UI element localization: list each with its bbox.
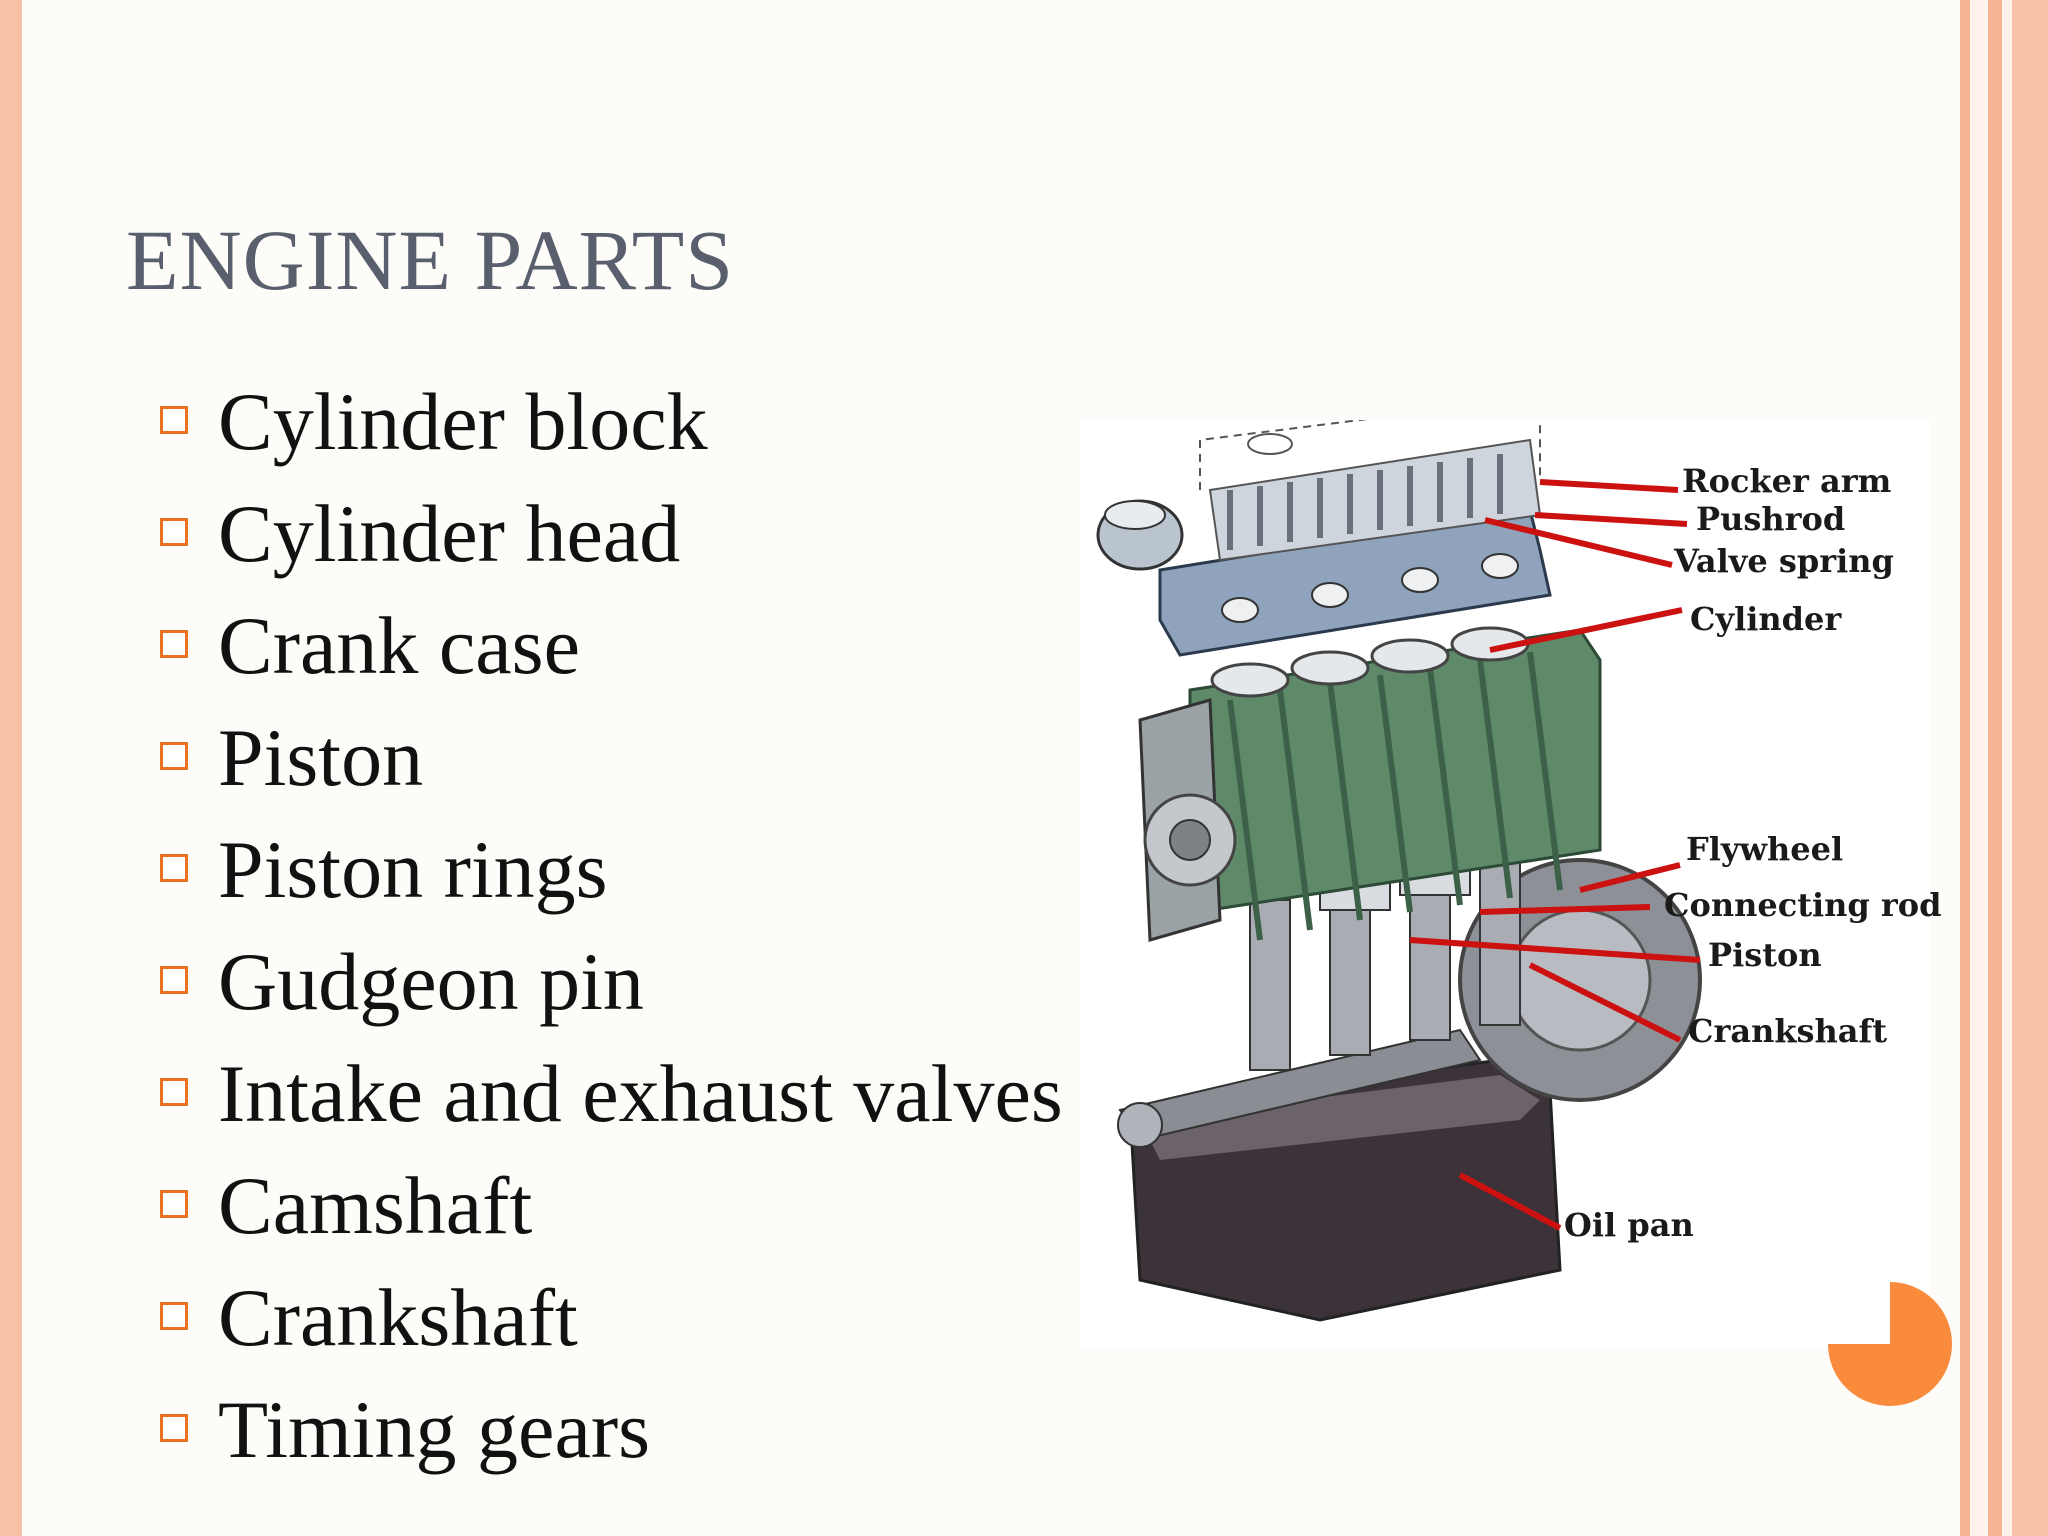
bullet-item: Cylinder head: [160, 484, 680, 584]
rocker-arm-leader: [1539, 479, 1679, 493]
connecting-rod-leader: [1479, 904, 1651, 915]
right-border-gap-2: [2002, 0, 2012, 1536]
square-bullet-icon: [160, 630, 192, 662]
cylinder-leader: [1489, 607, 1683, 653]
label-crankshaft: Crankshaft: [1688, 1012, 1888, 1050]
flywheel-leader: [1579, 862, 1681, 893]
bullet-item: Timing gears: [160, 1380, 650, 1480]
pushrod-leader: [1534, 512, 1688, 527]
oil-pan-leader: [1458, 1172, 1562, 1231]
crankshaft-leader: [1528, 962, 1682, 1043]
bullet-text: Piston rings: [218, 824, 608, 915]
valve-spring-leader: [1484, 517, 1673, 568]
label-rocker-arm: Rocker arm: [1682, 462, 1892, 500]
bullet-item: Crankshaft: [160, 1268, 578, 1368]
bullet-item: Camshaft: [160, 1156, 532, 1256]
bullet-text: Gudgeon pin: [218, 936, 644, 1027]
left-border-strip: [0, 0, 22, 1536]
right-border-strip-3: [2012, 0, 2048, 1536]
square-bullet-icon: [160, 406, 192, 438]
right-border-strip-2: [1988, 0, 2002, 1536]
right-border-strip-1: [1960, 0, 1970, 1536]
bullet-item: Piston: [160, 708, 423, 808]
label-connecting-rod: Connecting rod: [1664, 886, 1942, 924]
label-piston: Piston: [1708, 936, 1822, 974]
label-flywheel: Flywheel: [1686, 830, 1844, 868]
bullet-text: Cylinder block: [218, 376, 708, 467]
square-bullet-icon: [160, 854, 192, 886]
label-cylinder: Cylinder: [1690, 600, 1842, 638]
bullet-text: Cylinder head: [218, 488, 681, 579]
square-bullet-icon: [160, 966, 192, 998]
bullet-text: Camshaft: [218, 1160, 533, 1251]
square-bullet-icon: [160, 1302, 192, 1334]
slide-corner-pie-icon: [1828, 1282, 1952, 1406]
bullet-text: Timing gears: [218, 1384, 651, 1475]
square-bullet-icon: [160, 742, 192, 774]
bullet-text: Intake and exhaust valves: [218, 1048, 1063, 1139]
square-bullet-icon: [160, 1414, 192, 1446]
square-bullet-icon: [160, 518, 192, 550]
bullet-item: Piston rings: [160, 820, 608, 920]
bullet-item: Crank case: [160, 596, 580, 696]
bullet-text: Crankshaft: [218, 1272, 578, 1363]
bullet-list: Cylinder block Cylinder head Crank case …: [160, 372, 1090, 1492]
bullet-item: Cylinder block: [160, 372, 708, 472]
engine-cutaway-figure: Rocker arm Pushrod Valve spring Cylinder…: [1080, 398, 1941, 1350]
label-valve-spring: Valve spring: [1674, 542, 1894, 580]
label-oil-pan: Oil pan: [1564, 1206, 1694, 1244]
label-pushrod: Pushrod: [1696, 500, 1846, 538]
square-bullet-icon: [160, 1190, 192, 1222]
engine-illustration: [1080, 398, 1930, 1350]
piston-leader: [1409, 937, 1701, 963]
bullet-text: Crank case: [218, 600, 580, 691]
slide-title: ENGINE PARTS: [126, 212, 735, 308]
right-border-gap-1: [1970, 0, 1988, 1536]
square-bullet-icon: [160, 1078, 192, 1110]
bullet-item: Gudgeon pin: [160, 932, 644, 1032]
bullet-text: Piston: [218, 712, 424, 803]
bullet-item: Intake and exhaust valves: [160, 1044, 1063, 1144]
